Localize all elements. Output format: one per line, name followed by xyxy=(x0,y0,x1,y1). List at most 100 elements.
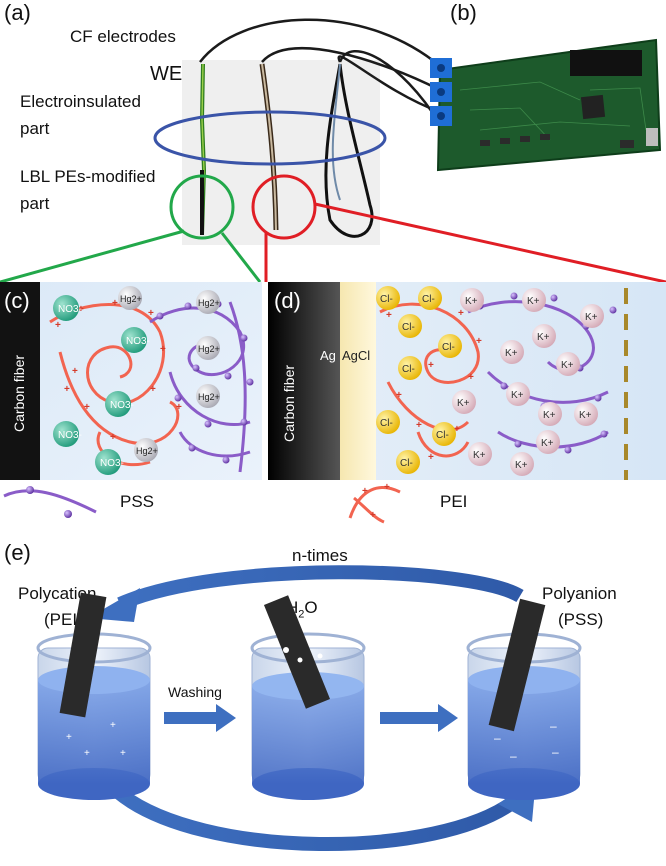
ion-label: NO3- xyxy=(58,430,82,441)
svg-text:–: – xyxy=(510,749,517,763)
n-times-label: n-times xyxy=(292,546,348,565)
svg-text:+: + xyxy=(112,298,118,309)
ion-label: Cl- xyxy=(380,418,393,429)
cl-ions xyxy=(376,286,462,474)
svg-text:+: + xyxy=(148,308,154,319)
svg-text:+: + xyxy=(72,366,78,377)
k-labels: K+ K+ K+ K+ K+ K+ K+ K+ K+ K+ K+ K+ K+ xyxy=(457,296,598,471)
carbon-fiber-label-d: Carbon fiber xyxy=(281,365,297,442)
top-curved-arrow xyxy=(117,565,524,611)
carbon-fiber-label-c: Carbon fiber xyxy=(11,355,27,432)
ion-label: NO3- xyxy=(126,336,150,347)
panel-e-diagram: ++++ –––– xyxy=(36,565,582,851)
svg-text:+: + xyxy=(176,402,182,413)
svg-text:+: + xyxy=(428,360,434,371)
panel-label-a: (a) xyxy=(4,0,31,25)
electrode-1 xyxy=(59,592,107,718)
ion-label: Cl- xyxy=(402,322,415,333)
ion-label: K+ xyxy=(473,450,486,461)
agcl-label: AgCl xyxy=(342,348,370,363)
solution-background xyxy=(0,282,262,480)
ion-labels-c: NO3- NO3- NO3- NO3- NO3- xyxy=(58,304,150,469)
svg-text:–: – xyxy=(550,719,557,733)
ion-label: Cl- xyxy=(442,342,455,353)
beaker-water xyxy=(250,595,366,800)
svg-text:+: + xyxy=(454,424,460,435)
svg-text:+: + xyxy=(110,432,116,443)
red-zoom-circle xyxy=(251,174,317,240)
svg-text:+: + xyxy=(160,344,166,355)
green-zoom-circle xyxy=(169,174,235,240)
ce-fiber xyxy=(324,63,374,238)
svg-text:+: + xyxy=(476,336,482,347)
panel-label-b: (b) xyxy=(450,0,477,25)
pei-legend-label: PEI xyxy=(440,492,468,511)
svg-text:+: + xyxy=(110,720,116,731)
svg-text:+: + xyxy=(55,320,61,331)
microcontroller-chip xyxy=(580,94,606,120)
svg-text:–: – xyxy=(552,745,559,759)
pei-legend-icon: +++ xyxy=(348,482,401,524)
svg-text:+: + xyxy=(120,748,126,759)
ion-label: K+ xyxy=(543,410,556,421)
green-zoom-line-left xyxy=(0,229,185,284)
ion-label: Hg2+ xyxy=(120,294,142,304)
panel-label-d: (d) xyxy=(274,288,301,313)
carbon-fiber-bar xyxy=(0,282,40,480)
svg-text:+: + xyxy=(370,510,376,521)
ions-c xyxy=(53,286,220,475)
green-zoom-line-right xyxy=(220,232,262,283)
svg-text:+: + xyxy=(78,304,84,315)
water-subscript: 2 xyxy=(298,608,305,621)
ion-label: K+ xyxy=(511,390,524,401)
ion-label: K+ xyxy=(505,348,518,359)
ion-label: NO3- xyxy=(110,400,134,411)
ion-label: Hg2+ xyxy=(136,446,158,456)
bottom-curved-arrow xyxy=(113,786,521,851)
hg-labels-c: Hg2+ Hg2+ Hg2+ Hg2+ Hg2+ xyxy=(120,294,220,456)
svg-text:+: + xyxy=(468,372,474,383)
cl-labels: Cl- Cl- Cl- Cl- Cl- Cl- Cl- Cl- xyxy=(380,294,455,469)
ion-label: K+ xyxy=(465,296,478,307)
svg-text:+: + xyxy=(64,384,70,395)
panel-d-diagram: +++ +++ +++ + Cl- Cl- Cl- Cl- Cl- Cl- Cl… xyxy=(268,282,666,480)
ion-label: Hg2+ xyxy=(198,344,220,354)
ion-label: Hg2+ xyxy=(198,392,220,402)
wire-we xyxy=(199,18,441,67)
agcl-layer xyxy=(340,282,376,480)
svg-text:+: + xyxy=(458,308,464,319)
ion-label: K+ xyxy=(541,438,554,449)
ion-label: Cl- xyxy=(402,364,415,375)
polycation-label-line2: (PEI) xyxy=(44,610,83,629)
electrode-2 xyxy=(263,595,331,709)
electroinsulated-label-line2: part xyxy=(20,119,50,138)
ion-label: NO3- xyxy=(58,304,82,315)
washing-label: Washing xyxy=(168,684,222,700)
svg-text:+: + xyxy=(84,402,90,413)
svg-text:+: + xyxy=(416,420,422,431)
washing-arrow xyxy=(164,704,236,732)
middle-arrow xyxy=(380,704,458,732)
svg-text:+: + xyxy=(428,452,434,463)
k-ions xyxy=(452,288,604,476)
panel-label-c: (c) xyxy=(4,288,30,313)
ion-label: K+ xyxy=(537,332,550,343)
ag-label: Ag xyxy=(320,348,336,363)
ion-label: Hg2+ xyxy=(198,298,220,308)
beaker-polyanion: –––– xyxy=(466,598,582,800)
pss-charges xyxy=(156,300,254,464)
pss-legend-icon xyxy=(3,486,97,518)
svg-text:+: + xyxy=(396,390,402,401)
panel-label-e: (e) xyxy=(4,540,31,565)
chip-connector xyxy=(570,50,642,76)
water-o: O xyxy=(304,598,318,617)
panel-c-diagram: +++ +++ +++ +++ NO3- NO3- NO3- NO3- NO3- xyxy=(0,282,262,480)
wire-ce-2 xyxy=(338,50,442,125)
cf-electrodes-label: CF electrodes xyxy=(70,27,176,46)
we-label: WE xyxy=(150,63,183,85)
svg-text:+: + xyxy=(84,748,90,759)
electrode-3 xyxy=(488,598,546,732)
circuit-board xyxy=(430,38,662,172)
ion-label: K+ xyxy=(561,360,574,371)
polyanion-label-line2: (PSS) xyxy=(558,610,604,629)
